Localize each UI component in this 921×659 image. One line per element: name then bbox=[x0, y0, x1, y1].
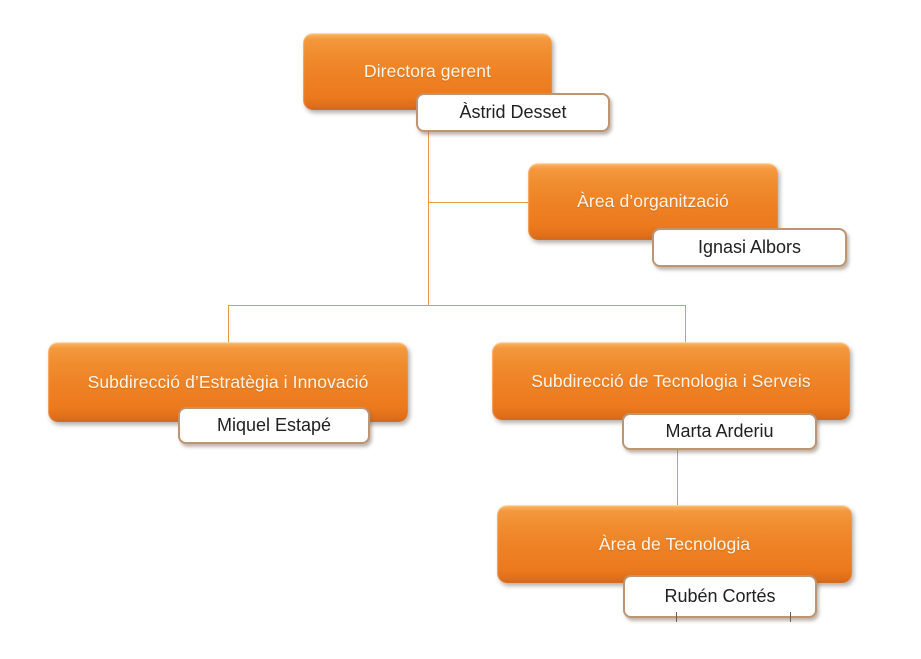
person-name-astrid-desset: Àstrid Desset bbox=[459, 102, 567, 122]
node-title-area-tecnologia: Àrea de Tecnologia bbox=[598, 533, 751, 554]
org-node-area-organitzacio: Àrea d’organització bbox=[528, 163, 778, 240]
connector-drop-estrategia bbox=[228, 305, 229, 342]
connector-directora-trunk bbox=[428, 132, 429, 305]
node-title-subdireccio-tecnologia-serveis: Subdirecció de Tecnologia i Serveis bbox=[531, 370, 811, 391]
person-name-miquel-estape: Miquel Estapé bbox=[216, 415, 332, 435]
person-label-astrid-desset: Àstrid Desset bbox=[416, 93, 610, 132]
person-label-marta-arderiu: Marta Arderiu bbox=[622, 413, 817, 450]
connector-stub-right bbox=[790, 612, 791, 622]
node-title-subdireccio-estrategia-innovacio: Subdirecció d’Estratègia i Innovació bbox=[87, 371, 369, 392]
person-name-ruben-cortes: Rubén Cortés bbox=[664, 586, 776, 606]
person-label-ignasi-albors: Ignasi Albors bbox=[652, 228, 847, 267]
person-name-ignasi-albors: Ignasi Albors bbox=[697, 237, 802, 257]
connector-children-bar bbox=[228, 305, 685, 306]
org-node-subdireccio-tecnologia-serveis: Subdirecció de Tecnologia i Serveis bbox=[492, 342, 850, 420]
node-title-directora-gerent: Directora gerent bbox=[363, 61, 492, 81]
connector-drop-tecnologia-serveis bbox=[685, 305, 686, 342]
person-name-marta-arderiu: Marta Arderiu bbox=[665, 421, 774, 441]
person-label-miquel-estape: Miquel Estapé bbox=[178, 407, 370, 444]
org-node-area-tecnologia: Àrea de Tecnologia bbox=[497, 505, 852, 583]
connector-stub-left bbox=[676, 612, 677, 622]
connector-tecserveis-areatec bbox=[677, 450, 678, 505]
node-title-area-organitzacio: Àrea d’organització bbox=[577, 191, 729, 211]
connector-branch-organitzacio bbox=[428, 202, 528, 203]
person-label-ruben-cortes: Rubén Cortés bbox=[623, 575, 817, 618]
